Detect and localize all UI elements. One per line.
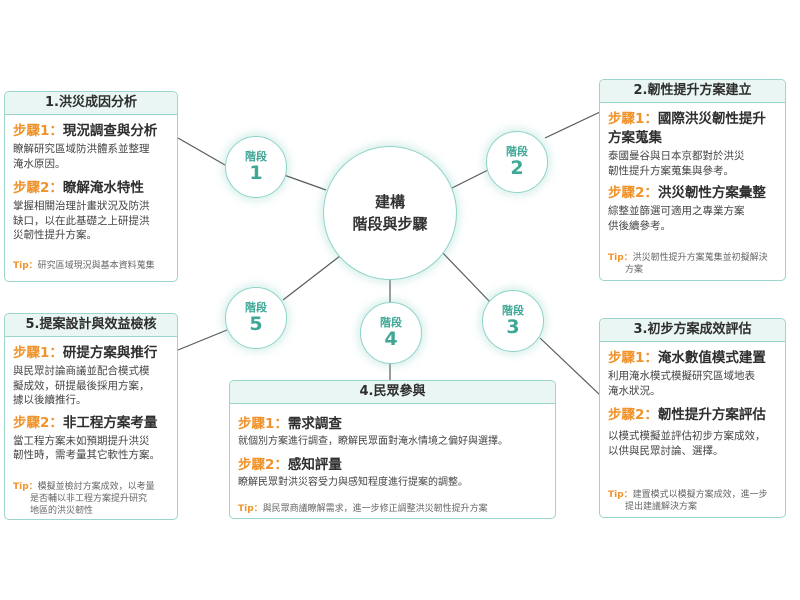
box-2-title: 2.韌性提升方案建立 bbox=[600, 80, 785, 103]
box-4-tip: Tip：與民眾商議瞭解需求，進一步修正調整洪災韌性提升方案 bbox=[238, 504, 488, 514]
hub-title-line2: 階段與步驟 bbox=[352, 215, 428, 233]
link-2-box2 bbox=[544, 111, 601, 139]
box-2-step-1-desc: 泰國曼谷與日本京都對於洪災韌性提升方案蒐集與參考。 bbox=[608, 150, 745, 177]
stage-2-number: 2 bbox=[510, 157, 524, 179]
box-1-step-1-desc: 瞭解研究區域防洪體系並整理淹水原因。 bbox=[13, 143, 150, 170]
box-2-step-1: 步驟1：國際洪災韌性提升方案蒐集 bbox=[608, 111, 766, 146]
box-3-step-1: 步驟1：淹水數值模式建置 bbox=[608, 350, 766, 366]
box-1-step-1: 步驟1：現況調查與分析 bbox=[13, 123, 158, 139]
box-2-step-2-desc: 綜整並篩選可適用之專業方案供後續參考。 bbox=[608, 205, 745, 232]
box-4-step-2: 步驟2：感知評量 bbox=[238, 456, 342, 473]
stage-1-circle: 階段 1 bbox=[225, 136, 287, 198]
box-3-title: 3.初步方案成效評估 bbox=[600, 319, 785, 342]
link-1-box1 bbox=[177, 137, 226, 166]
box-2-tip: Tip：洪災韌性提升方案蒐集並初擬解決方案 bbox=[608, 253, 768, 275]
box-4-step-1-desc: 就個別方案進行調查，瞭解民眾面對淹水情境之偏好與選擇。 bbox=[238, 436, 508, 447]
link-hub-3 bbox=[439, 249, 491, 303]
box-4-step-2-desc: 瞭解民眾對洪災容受力與感知程度進行提案的調整。 bbox=[238, 476, 468, 488]
box-5-title: 5.提案設計與效益檢核 bbox=[5, 314, 177, 337]
box-1-title: 1.洪災成因分析 bbox=[5, 92, 177, 115]
box-4-step-1: 步驟1：需求調查 bbox=[238, 416, 342, 432]
box-resilience-plan: 2.韌性提升方案建立 步驟1：國際洪災韌性提升方案蒐集 泰國曼谷與日本京都對於洪… bbox=[599, 79, 786, 281]
box-3-step-1-desc: 利用淹水模式模擬研究區域地表淹水狀況。 bbox=[608, 370, 755, 397]
stage-2-circle: 階段 2 bbox=[486, 131, 548, 193]
box-3-tip: Tip：建置模式以模擬方案成效，進一步提出建議解決方案 bbox=[608, 490, 768, 512]
box-preliminary-evaluation: 3.初步方案成效評估 步驟1：淹水數值模式建置 利用淹水模式模擬研究區域地表淹水… bbox=[599, 318, 786, 518]
box-5-step-2-desc: 當工程方案未如預期提升洪災韌性時，需考量其它軟性方案。 bbox=[13, 434, 160, 462]
box-5-step-1: 步驟1：研提方案與推行 bbox=[13, 345, 158, 361]
hub-title-line1: 建構 bbox=[374, 193, 405, 211]
stage-5-circle: 階段 5 bbox=[225, 287, 287, 349]
box-1-tip: Tip：研究區域現況與基本資料蒐集 bbox=[13, 261, 155, 271]
stage-3-circle: 階段 3 bbox=[482, 290, 544, 352]
stage-5-label: 階段 bbox=[245, 301, 267, 314]
stage-5-number: 5 bbox=[249, 313, 263, 335]
box-3-step-2: 步驟2：韌性提升方案評估 bbox=[608, 407, 766, 423]
stage-1-number: 1 bbox=[249, 162, 263, 184]
central-hub: 建構 階段與步驟 bbox=[323, 146, 457, 280]
stage-3-label: 階段 bbox=[502, 304, 524, 317]
link-hub-1 bbox=[283, 174, 327, 191]
stage-4-number: 4 bbox=[384, 328, 398, 350]
link-3-box3 bbox=[539, 337, 601, 396]
box-3-step-2-desc: 以模式模擬並評估初步方案成效，以供與民眾討論、選擇。 bbox=[608, 430, 766, 457]
box-2-step-2: 步驟2：洪災韌性方案彙整 bbox=[608, 185, 766, 201]
stage-3-number: 3 bbox=[506, 316, 520, 338]
box-1-step-2: 步驟2：瞭解淹水特性 bbox=[13, 180, 144, 196]
box-5-step-2: 步驟2：非工程方案考量 bbox=[13, 414, 158, 431]
stage-2-label: 階段 bbox=[506, 145, 528, 158]
stage-1-label: 階段 bbox=[245, 150, 267, 163]
link-hub-2 bbox=[451, 169, 489, 189]
link-hub-5 bbox=[282, 255, 341, 301]
box-5-step-1-desc: 與民眾討論商議並配合模式模擬成效，研提最後採用方案，據以後續推行。 bbox=[13, 365, 150, 406]
link-5-box5 bbox=[177, 329, 228, 351]
box-flood-cause-analysis: 1.洪災成因分析 步驟1：現況調查與分析 瞭解研究區域防洪體系並整理淹水原因。 … bbox=[4, 91, 178, 282]
stage-4-circle: 階段 4 bbox=[360, 302, 422, 364]
box-4-title: 4.民眾參與 bbox=[230, 381, 555, 404]
box-public-participation: 4.民眾參與 步驟1：需求調查 就個別方案進行調查，瞭解民眾面對淹水情境之偏好與… bbox=[229, 380, 556, 519]
box-5-tip: Tip：模擬並檢討方案成效，以考量是否輔以非工程方案提升研究地區的洪災韌性 bbox=[13, 482, 155, 516]
stage-4-label: 階段 bbox=[380, 316, 402, 329]
box-1-step-2-desc: 掌握相關治理計畫狀況及防洪缺口，以在此基礎之上研提洪災韌性提升方案。 bbox=[13, 200, 150, 241]
box-proposal-design: 5.提案設計與效益檢核 步驟1：研提方案與推行 與民眾討論商議並配合模式模擬成效… bbox=[4, 313, 178, 520]
